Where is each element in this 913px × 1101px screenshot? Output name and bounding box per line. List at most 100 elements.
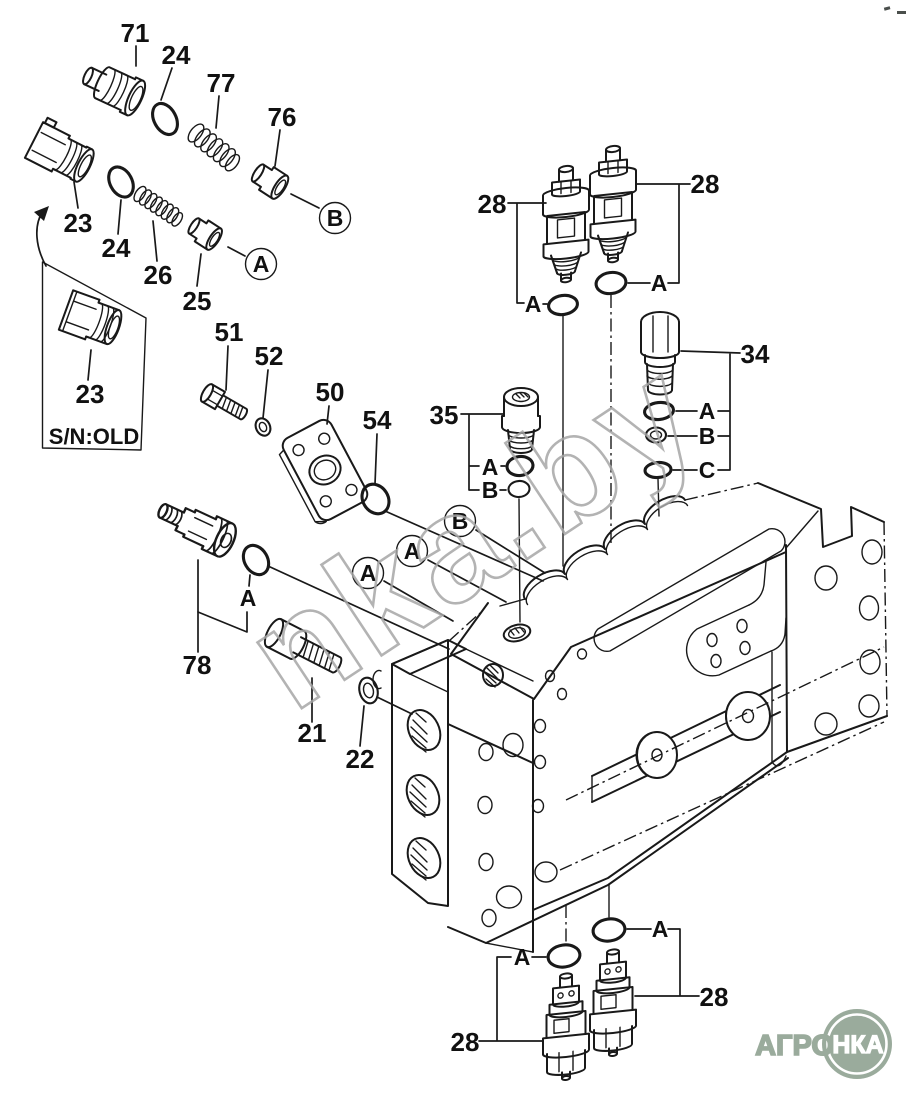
circled-callout-a-body1: A: [395, 534, 429, 568]
oring-a-35: [505, 454, 535, 478]
oring-54: [360, 482, 391, 516]
rotate-arrow-head: [34, 206, 49, 221]
body-wavy-edge-inner: [525, 500, 689, 606]
label-35: 35: [430, 400, 459, 430]
oring-a-28-top-right: [594, 270, 628, 296]
spool-rail: [591, 684, 781, 803]
oring-a-28-top-left: [547, 293, 579, 317]
part-28-valve-bottom-right: [589, 946, 637, 1060]
callout-a-28-bottom-right: A: [652, 916, 669, 942]
boss-threaded-hole: [502, 623, 532, 643]
step-threaded-hole: [482, 663, 504, 688]
body-top-right-notch: [757, 482, 885, 548]
label-24a: 24: [162, 40, 191, 70]
part-28-valve-bottom-left: [542, 970, 590, 1084]
part-23-old-plug: [57, 289, 123, 346]
svg-text:A: A: [253, 251, 270, 277]
part-78-valve: [157, 503, 237, 558]
oring-a-34: [643, 400, 675, 422]
label-51: 51: [215, 317, 244, 347]
part-28-valve-top-left: [542, 162, 590, 286]
left-block-bottom-join: [485, 942, 534, 953]
sn-old-box: [34, 206, 147, 451]
callout-a-28-bottom-left: A: [514, 944, 531, 970]
body-back-edge-chain: [684, 482, 759, 501]
oring-24b: [107, 165, 135, 199]
left-block-step-edge: [465, 648, 534, 682]
label-28-bottom-right: 28: [700, 982, 729, 1012]
part-52-washer: [254, 417, 272, 437]
leader-lines: [73, 45, 741, 1042]
circled-callout-a-25: A: [244, 247, 278, 281]
circled-callout-b-76: B: [318, 201, 352, 235]
label-78: 78: [183, 650, 212, 680]
callout-a-78: A: [240, 585, 257, 611]
label-23: 23: [64, 208, 93, 238]
label-sn-old: S/N:OLD: [49, 424, 139, 449]
oring-c-34: [643, 460, 673, 480]
part-26-spring: [133, 185, 184, 227]
logo-agronka: АГРО НКА: [754, 1009, 892, 1079]
threaded-port-1: [406, 709, 442, 753]
part-34-plug: [640, 311, 680, 396]
circled-callout-b-body: B: [443, 504, 477, 538]
part-50-flange: [278, 418, 369, 525]
circled-callout-a-body2: A: [351, 556, 385, 590]
circled-callouts: B A B A A: [244, 201, 477, 590]
front-face-holes: [531, 648, 588, 883]
callout-a-34: A: [699, 398, 716, 424]
callout-c-34: C: [699, 457, 716, 483]
rotate-arrow: [36, 210, 47, 267]
label-28-top-right: 28: [691, 169, 720, 199]
label-28-top-left: 28: [478, 189, 507, 219]
part-21-bolt: [263, 617, 343, 674]
callout-a-28-top-left: A: [525, 291, 542, 317]
label-26: 26: [144, 260, 173, 290]
front-face-lobe: [685, 561, 787, 677]
label-25: 25: [183, 286, 212, 316]
rail-disc-1: [636, 731, 678, 779]
part-22-oring: [358, 676, 379, 705]
body-wavy-edge: [522, 495, 686, 600]
callout-b-35: B: [482, 477, 499, 503]
valve-body: [372, 482, 888, 953]
label-34: 34: [741, 339, 770, 369]
end-plate-holes: [814, 539, 883, 736]
label-21: 21: [298, 718, 327, 748]
part-labels: 71 24 77 76 23 24 26 25 23 S/N:OLD 51 52…: [49, 18, 770, 1057]
label-76: 76: [268, 102, 297, 132]
callout-letters: A A A B A B C A A A: [240, 270, 716, 970]
part-23-plug: [23, 116, 95, 183]
corner-specks: [883, 6, 906, 14]
part-28-valve-top-right: [589, 142, 637, 266]
oring-b-35: [507, 479, 531, 499]
label-23-old: 23: [76, 379, 105, 409]
logo-circle: [822, 1009, 892, 1079]
plate-fold: [785, 510, 819, 549]
left-block-band-join: [409, 673, 449, 693]
label-54: 54: [363, 405, 392, 435]
label-28-bottom-left: 28: [451, 1027, 480, 1057]
ring-b-34: [644, 426, 668, 444]
svg-text:B: B: [452, 508, 469, 534]
callout-a-28-top-right: A: [651, 270, 668, 296]
left-block-holes: [477, 732, 524, 928]
top-face-left-join: [499, 598, 526, 607]
part-25-plug: [187, 217, 223, 251]
part-71-plug: [82, 66, 147, 117]
part-35-fitting: [501, 387, 541, 454]
plate-inset-groove: [771, 651, 787, 767]
threaded-port-2: [405, 774, 441, 818]
label-50: 50: [316, 377, 345, 407]
logo-text-agro: АГРО: [755, 1030, 834, 1062]
threaded-port-3: [406, 837, 442, 881]
top-face-slot: [593, 527, 786, 653]
part-76-plug: [250, 163, 290, 200]
label-52: 52: [255, 341, 284, 371]
part-77-spring: [187, 123, 241, 172]
body-bottom-strip: [447, 757, 789, 944]
callout-a-35: A: [482, 454, 499, 480]
svg-text:A: A: [404, 538, 421, 564]
